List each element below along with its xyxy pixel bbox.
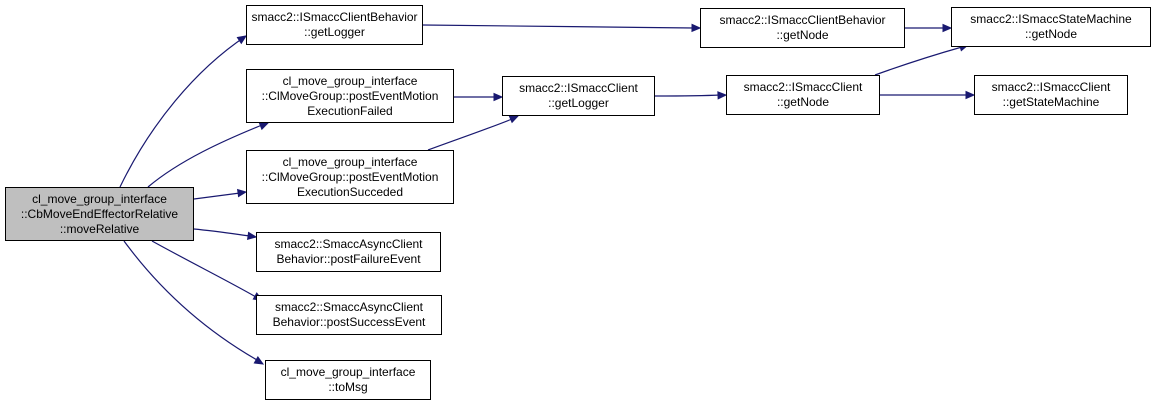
edge-arrowhead-icb_getnode-to-ism_getnode bbox=[942, 23, 953, 33]
node-sacb-success-line-2: Behavior::postSuccessEvent bbox=[272, 315, 426, 329]
edge-arrowhead-root-to-tomsg bbox=[253, 356, 265, 365]
node-ic-getsm[interactable]: smacc2::ISmaccClient ::getStateMachine bbox=[974, 75, 1128, 115]
node-sacb-success-line-1: smacc2::SmaccAsyncClient bbox=[274, 300, 424, 314]
edge-arrowhead-ic_getlogger-to-ic_getnode bbox=[717, 91, 728, 100]
node-icb-getlogger-line-1: smacc2::ISmaccClientBehavior bbox=[251, 10, 418, 24]
node-cmg-succeded-line-3: ExecutionSucceded bbox=[296, 184, 404, 199]
edge-icb_getlogger-to-icb_getnode bbox=[422, 24, 695, 29]
node-sacb-failure[interactable]: smacc2::SmaccAsyncClient Behavior::postF… bbox=[256, 232, 441, 272]
node-icb-getlogger[interactable]: smacc2::ISmaccClientBehavior ::getLogger bbox=[246, 5, 423, 45]
node-ic-getnode-line-1: smacc2::ISmaccClient bbox=[743, 80, 863, 94]
node-sacb-failure-line-1: smacc2::SmaccAsyncClient bbox=[274, 237, 423, 251]
edge-arrowhead-root-to-cmg_failed bbox=[258, 122, 270, 131]
edge-arrowhead-cmg_succeded-to-ic_getlogger bbox=[508, 115, 520, 124]
node-sacb-failure-line-2: Behavior::postFailureEvent bbox=[276, 252, 421, 266]
node-root-line-2: ::CbMoveEndEffectorRelative bbox=[20, 206, 179, 221]
node-ism-getnode[interactable]: smacc2::ISmaccStateMachine ::getNode bbox=[951, 7, 1151, 47]
node-icb-getnode[interactable]: smacc2::ISmaccClientBehavior ::getNode bbox=[700, 8, 905, 48]
edge-arrowhead-ic_getnode-to-ic_getsm bbox=[965, 90, 976, 100]
node-root[interactable]: cl_move_group_interface ::CbMoveEndEffec… bbox=[5, 187, 194, 241]
edge-root-to-cmg_succeded bbox=[193, 192, 241, 200]
node-icb-getnode-line-1: smacc2::ISmaccClientBehavior bbox=[719, 13, 886, 27]
node-icb-getnode-line-2: ::getNode bbox=[776, 28, 829, 42]
edge-root-to-sacb_failure bbox=[193, 228, 251, 237]
node-ic-getnode[interactable]: smacc2::ISmaccClient ::getNode bbox=[726, 75, 880, 115]
node-ism-getnode-line-1: smacc2::ISmaccStateMachine bbox=[970, 12, 1132, 26]
node-cmg-failed-line-2: ::ClMoveGroup::postEventMotion bbox=[261, 88, 439, 103]
node-tomsg-line-1: cl_move_group_interface bbox=[280, 365, 416, 379]
node-ic-getlogger[interactable]: smacc2::ISmaccClient ::getLogger bbox=[502, 76, 655, 116]
node-ic-getlogger-line-2: ::getLogger bbox=[548, 96, 609, 110]
node-cmg-succeded-line-2: ::ClMoveGroup::postEventMotion bbox=[261, 169, 439, 184]
node-cmg-succeded[interactable]: cl_move_group_interface ::ClMoveGroup::p… bbox=[246, 150, 454, 204]
node-sacb-success[interactable]: smacc2::SmaccAsyncClient Behavior::postS… bbox=[256, 295, 442, 335]
node-cmg-failed-line-3: ExecutionFailed bbox=[307, 103, 393, 118]
node-ic-getsm-line-1: smacc2::ISmaccClient bbox=[991, 80, 1111, 94]
edge-root-to-cmg_failed bbox=[147, 124, 263, 188]
node-ic-getlogger-line-1: smacc2::ISmaccClient bbox=[519, 81, 638, 95]
edge-root-to-tomsg bbox=[123, 240, 258, 361]
edge-cmg_succeded-to-ic_getlogger bbox=[427, 118, 513, 151]
edge-root-to-icb_getlogger bbox=[119, 35, 247, 188]
node-root-line-3: ::moveRelative bbox=[59, 221, 140, 236]
edge-root-to-sacb_success bbox=[151, 240, 257, 298]
node-root-line-1: cl_move_group_interface bbox=[32, 191, 167, 206]
edge-ic_getlogger-to-ic_getnode bbox=[654, 94, 721, 97]
node-cmg-succeded-line-1: cl_move_group_interface bbox=[282, 154, 418, 169]
node-tomsg-line-2: ::toMsg bbox=[328, 380, 368, 394]
edge-ic_getnode-to-ism_getnode bbox=[874, 46, 963, 76]
edge-arrowhead-cmg_failed-to-ic_getlogger bbox=[493, 92, 504, 102]
node-cmg-failed[interactable]: cl_move_group_interface ::ClMoveGroup::p… bbox=[246, 69, 454, 123]
node-cmg-failed-line-1: cl_move_group_interface bbox=[282, 73, 418, 88]
node-ic-getnode-line-2: ::getNode bbox=[776, 95, 830, 109]
edge-arrowhead-icb_getlogger-to-icb_getnode bbox=[691, 23, 702, 33]
node-ism-getnode-line-2: ::getNode bbox=[1024, 27, 1078, 41]
edge-arrowhead-root-to-cmg_succeded bbox=[237, 188, 248, 198]
node-tomsg[interactable]: cl_move_group_interface ::toMsg bbox=[265, 360, 431, 400]
edge-arrowhead-root-to-icb_getlogger bbox=[236, 35, 248, 45]
node-icb-getlogger-line-2: ::getLogger bbox=[304, 25, 365, 39]
node-ic-getsm-line-2: ::getStateMachine bbox=[1002, 95, 1100, 109]
edge-arrowhead-root-to-sacb_failure bbox=[246, 231, 258, 241]
